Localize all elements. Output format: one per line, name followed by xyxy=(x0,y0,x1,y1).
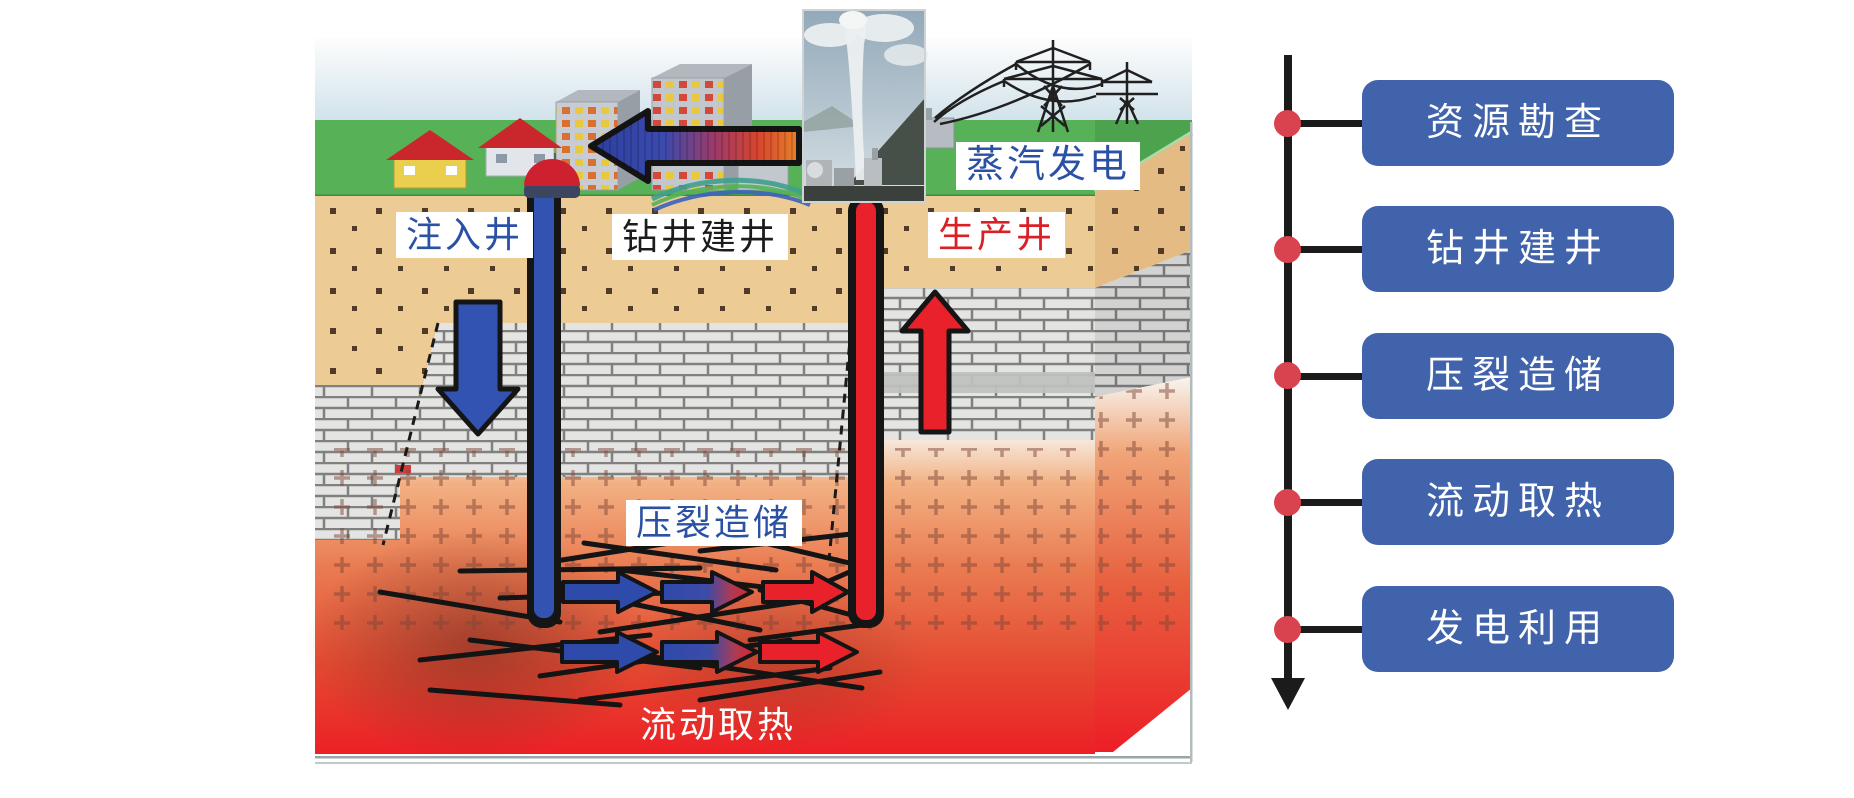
timeline-connector xyxy=(1292,373,1362,380)
timeline-connector xyxy=(1292,626,1362,633)
heat-to-city-arrow-icon xyxy=(588,108,802,184)
houses xyxy=(386,118,562,189)
heat-exchange-pipes xyxy=(650,177,811,212)
timeline-dot xyxy=(1274,110,1301,137)
power-tower-icon xyxy=(933,40,1158,133)
timeline-step-box: 流动取热 xyxy=(1362,459,1674,545)
label-steam-power: 蒸汽发电 xyxy=(956,142,1141,190)
timeline-connector xyxy=(1292,246,1362,253)
timeline-step-box: 发电利用 xyxy=(1362,586,1674,672)
figure-border xyxy=(315,122,1193,764)
fault-lines xyxy=(381,322,853,561)
injection-down-arrow-icon xyxy=(435,299,521,437)
timeline-dot xyxy=(1274,236,1301,263)
timeline-dot xyxy=(1274,362,1301,389)
timeline-connector xyxy=(1292,120,1362,127)
label-well-drilling: 钻井建井 xyxy=(612,214,789,260)
steam-plant-photo xyxy=(802,9,928,203)
label-production-well: 生产井 xyxy=(928,212,1066,258)
timeline-step-box: 压裂造储 xyxy=(1362,333,1674,419)
timeline-step-box: 资源勘查 xyxy=(1362,80,1674,166)
timeline-dot xyxy=(1274,489,1301,516)
timeline-connector xyxy=(1292,499,1362,506)
production-well-pipe xyxy=(848,196,884,628)
production-up-arrow-icon xyxy=(899,289,971,435)
flow-arrows-icon xyxy=(560,570,859,674)
timeline-dot xyxy=(1274,616,1301,643)
timeline-arrowhead-icon xyxy=(1271,678,1305,710)
timeline-step-box: 钻井建井 xyxy=(1362,206,1674,292)
injection-well-pipe xyxy=(527,150,561,628)
label-fracturing-storage: 压裂造储 xyxy=(626,500,803,546)
granite-plus-marks-side xyxy=(1098,377,1190,640)
label-injection-well: 注入井 xyxy=(396,212,534,258)
egs-cross-section xyxy=(305,9,1194,764)
label-flow-heat-extraction: 流动取热 xyxy=(640,704,797,745)
red-dome-tank xyxy=(524,159,580,198)
